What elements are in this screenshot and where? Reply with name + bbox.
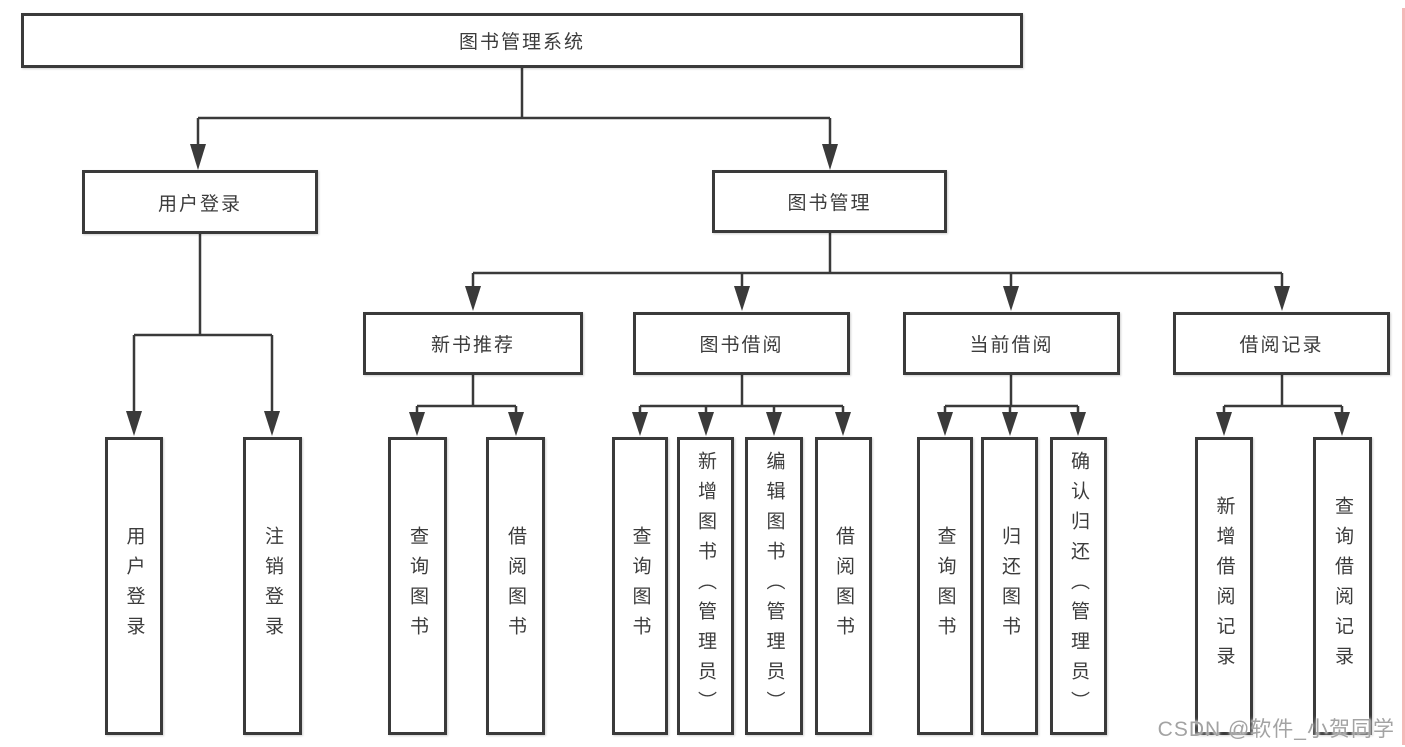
leaf-label: 查询图书 [629,526,651,646]
leaf-label: 归还图书 [999,526,1020,646]
leaf-logout: 注销登录 [243,437,302,735]
leaf-borrow-books: 借阅图书 [815,437,872,735]
node-root-library-system: 图书管理系统 [21,13,1023,68]
node-label: 用户登录 [157,193,242,215]
leaf-return-books: 归还图书 [981,437,1038,735]
leaf-add-borrow-record: 新增借阅记录 [1195,437,1253,735]
leaf-label: 注销登录 [262,526,283,646]
node-label: 图书借阅 [699,335,784,356]
node-label: 图书管理 [787,193,872,214]
leaf-label: 确认归还（管理员） [1068,451,1089,721]
node-borrowing-records: 借阅记录 [1173,312,1390,375]
leaf-confirm-return-admin: 确认归还（管理员） [1050,437,1107,735]
leaf-borrow-books-recommend: 借阅图书 [486,437,545,735]
node-new-book-recommend: 新书推荐 [363,312,583,375]
leaf-query-books-borrow: 查询图书 [612,437,668,735]
leaf-edit-books-admin: 编辑图书（管理员） [745,437,803,735]
leaf-label: 查询借阅记录 [1332,496,1353,676]
node-label: 当前借阅 [969,335,1054,356]
leaf-label: 新增图书（管理员） [695,451,716,721]
leaf-query-borrow-record: 查询借阅记录 [1313,437,1372,735]
node-book-management: 图书管理 [712,170,947,233]
leaf-query-books-current: 查询图书 [917,437,973,735]
leaf-label: 新增借阅记录 [1213,496,1235,676]
node-user-login: 用户登录 [82,170,318,234]
leaf-label: 借阅图书 [833,526,854,646]
node-label: 图书管理系统 [458,32,585,53]
leaf-user-login: 用户登录 [105,437,163,735]
node-label: 借阅记录 [1239,335,1324,356]
right-edge-strip [1402,8,1405,745]
leaf-add-books-admin: 新增图书（管理员） [677,437,734,735]
leaf-label: 查询图书 [934,526,956,646]
leaf-label: 借阅图书 [505,526,526,646]
node-current-borrowing: 当前借阅 [903,312,1120,375]
node-label: 新书推荐 [430,335,515,356]
node-book-borrowing: 图书借阅 [633,312,850,375]
leaf-label: 用户登录 [123,526,145,646]
leaf-label: 查询图书 [407,526,428,646]
leaf-query-books-recommend: 查询图书 [388,437,447,735]
leaf-label: 编辑图书（管理员） [763,451,785,721]
